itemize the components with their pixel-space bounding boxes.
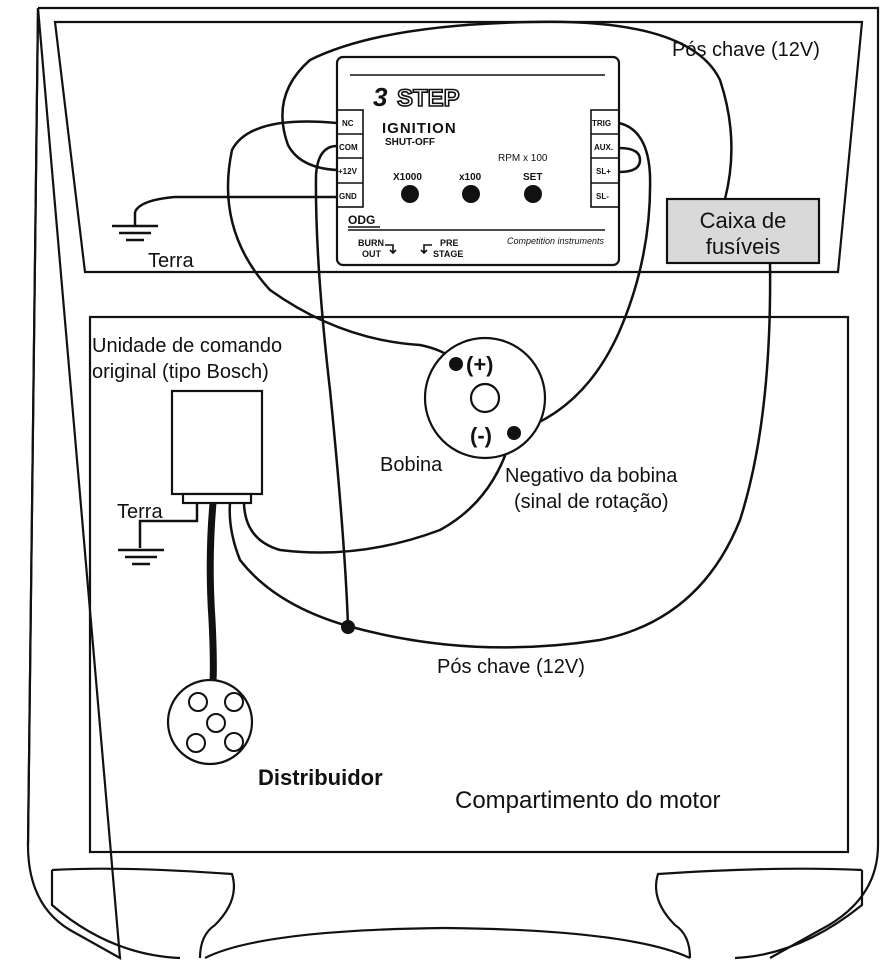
coil-plus-terminal — [449, 357, 463, 371]
label-ecu-1: Unidade de comando — [92, 335, 282, 357]
dashboard-panel — [53, 20, 864, 274]
terminal-gnd: GND — [339, 192, 357, 201]
label-neg-bobina-2: (sinal de rotação) — [514, 491, 669, 513]
engine-compartment-box — [88, 315, 850, 854]
distribuidor-holes — [186, 692, 244, 753]
module-burn-2: OUT — [362, 249, 382, 259]
wire-trig-coil-minus — [514, 121, 652, 434]
module-subtitle-1: IGNITION — [382, 120, 457, 137]
ground-symbol-top — [112, 212, 158, 242]
coil-minus-label: (-) — [470, 423, 492, 448]
label-pos-chave-top: Pós chave (12V) — [672, 39, 820, 61]
label-pos-chave-bottom: Pós chave (12V) — [437, 656, 585, 678]
wire-com-junction — [314, 144, 350, 627]
label-compartimento: Compartimento do motor — [455, 787, 720, 814]
terminal-12v: +12V — [338, 167, 358, 176]
fuse-box-label-2: fusíveis — [706, 234, 781, 259]
ground-symbol-bottom — [118, 548, 164, 566]
module-subtitle-2: SHUT-OFF — [385, 137, 435, 148]
car-body-outline — [26, 6, 880, 960]
button-label-set: SET — [523, 172, 542, 183]
ecu-connector — [181, 492, 253, 505]
label-terra-bottom: Terra — [117, 501, 163, 523]
module-pre-2: STAGE — [433, 249, 463, 259]
button-set — [524, 185, 542, 203]
terminal-com: COM — [339, 143, 358, 152]
button-label-x1000: X1000 — [393, 172, 422, 183]
ecu-body — [170, 389, 264, 496]
terminal-nc: NC — [342, 119, 354, 128]
wire-gnd-terra — [133, 195, 337, 213]
junction-dot — [341, 620, 355, 634]
terminal-sl-plus: SL+ — [596, 167, 611, 176]
button-x1000 — [401, 185, 419, 203]
front-grille-arc — [204, 926, 691, 959]
coil-plus-label: (+) — [466, 352, 494, 377]
terminal-aux: AUX. — [594, 143, 613, 152]
label-neg-bobina-1: Negativo da bobina — [505, 465, 678, 487]
terminal-trig: TRIG — [592, 119, 611, 128]
wire-fuse-junction — [228, 262, 772, 649]
burn-out-arrow — [385, 244, 397, 255]
pre-stage-arrow — [420, 244, 432, 255]
fuse-box-label-1: Caixa de — [700, 208, 787, 233]
cable-ecu-distribuidor — [206, 502, 217, 683]
terminal-sl-minus: SL- — [596, 192, 609, 201]
module-buttons: X1000 x100 SET — [393, 172, 542, 203]
coil-minus-terminal — [507, 426, 521, 440]
module-pre-1: PRE — [440, 238, 459, 248]
wire-nc-coil-plus — [226, 120, 457, 363]
wire-ecu-terra — [138, 503, 199, 548]
wire-ecu-coil-negative — [242, 433, 514, 554]
coil-center — [469, 382, 501, 414]
button-label-x100: x100 — [459, 172, 482, 183]
right-terminal-block: TRIG AUX. SL+ SL- — [590, 109, 620, 208]
module-brand-word: STEP — [397, 85, 460, 112]
car-body-left-edge — [26, 7, 40, 846]
label-ecu-2: original (tipo Bosch) — [92, 361, 269, 383]
module-tagline: Competition instruments — [507, 236, 605, 246]
fuse-box — [665, 197, 821, 265]
right-fender — [654, 867, 864, 960]
wire-aux-sl-jumper — [618, 146, 642, 174]
label-bobina: Bobina — [380, 454, 443, 476]
module-brand-number: 3 — [373, 82, 388, 112]
module-rpm-label: RPM x 100 — [498, 153, 548, 164]
wire-12v-loop — [281, 20, 733, 200]
module-maker: ODG — [348, 213, 375, 227]
label-distribuidor: Distribuidor — [258, 765, 383, 790]
left-terminal-block: NC COM +12V GND — [336, 109, 364, 208]
label-terra-top: Terra — [148, 250, 194, 272]
button-x100 — [462, 185, 480, 203]
module-burn-1: BURN — [358, 238, 384, 248]
left-fender — [50, 867, 236, 960]
